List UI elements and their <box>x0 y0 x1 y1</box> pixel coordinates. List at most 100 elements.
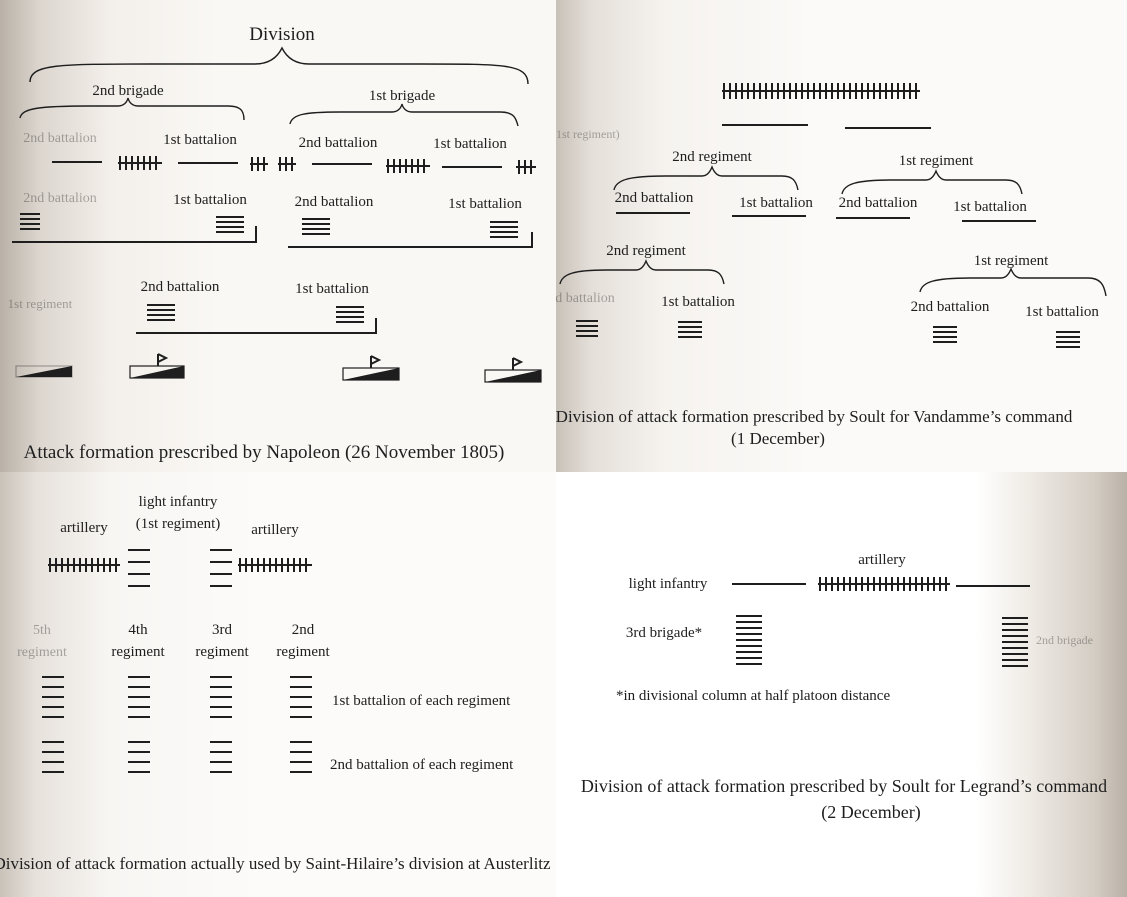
light-infantry-column <box>210 549 232 587</box>
lower-faded-label: 2nd battalion <box>556 291 615 306</box>
row3-battalion-label-2: 1st battalion <box>295 281 369 297</box>
skirmisher-screen <box>278 157 296 171</box>
wedge-outline <box>15 365 73 378</box>
regiment-2-label: 2nd regiment <box>672 149 752 165</box>
vandamme-diagram: 1st regiment) 2nd regiment 1st regiment … <box>556 83 1107 448</box>
light-infantry-column <box>128 549 150 587</box>
regiment-2-brace <box>613 165 799 191</box>
regiment-1-brace <box>841 169 1023 195</box>
column-symbol <box>576 320 598 337</box>
flag-icon <box>512 357 524 370</box>
legrand-diagram: artillery light infantry 3rd brigade* 2n… <box>581 552 1107 823</box>
artillery-label: artillery <box>858 552 906 568</box>
faded-top-label: 1st regiment) <box>556 127 620 141</box>
regiment-column <box>210 741 232 773</box>
row1-battalion-label-4: 1st battalion <box>953 199 1027 215</box>
napoleon-caption: Attack formation prescribed by Napoleon … <box>24 442 505 463</box>
column-symbol <box>678 321 702 338</box>
sainthilaire-formation-panel: artillery light infantry (1st regiment) … <box>0 472 556 897</box>
artillery-battery <box>48 558 120 572</box>
brigade-2-brace <box>19 97 245 121</box>
row1-faded-label: 2nd battalion <box>23 131 97 146</box>
regiment-column <box>290 676 312 718</box>
lower-battalion-label-4: 1st battalion <box>1025 304 1099 320</box>
regiment-1-label: 1st regiment <box>899 153 974 169</box>
artillery-battery <box>238 558 312 572</box>
row2-battalion-label-2: 2nd battalion <box>295 194 374 210</box>
lower-battalion-label-3: 2nd battalion <box>911 299 990 315</box>
lower-regiment-2-label: 2nd regiment <box>606 243 686 259</box>
brigade-1-label: 1st brigade <box>369 88 436 104</box>
regiment-column <box>42 741 64 773</box>
column-symbol <box>933 326 957 343</box>
row1-battalion-label-2: 1st battalion <box>739 195 813 211</box>
row2-label: 2nd battalion of each regiment <box>330 757 514 773</box>
footnote: *in divisional column at half platoon di… <box>616 688 890 704</box>
skirmisher-screen <box>250 157 268 171</box>
column-symbol <box>216 216 244 233</box>
regiment-column <box>210 676 232 718</box>
wedge-symbol <box>16 366 72 377</box>
artillery-right-label: artillery <box>251 522 299 538</box>
row2-battalion-label-3: 1st battalion <box>448 196 522 212</box>
artillery-left-label: artillery <box>60 520 108 536</box>
legrand-caption-line1: Division of attack formation prescribed … <box>581 776 1107 796</box>
row1-battalion-label-1: 2nd battalion <box>615 190 694 206</box>
wedge-symbol <box>485 370 541 382</box>
napoleon-formation-panel: Division 2nd brigade 1st brigade 2nd bat… <box>0 0 556 472</box>
brigade-3-label: 3rd brigade* <box>626 625 702 641</box>
column-symbol <box>302 218 330 235</box>
skirmisher-screen <box>516 160 536 174</box>
division-brace <box>29 46 529 85</box>
row1-battalion-label-2: 2nd battalion <box>299 135 378 151</box>
brigade-1-brace <box>289 103 519 127</box>
first-regiment-label: (1st regiment) <box>136 516 221 532</box>
row1-battalion-label-3: 1st battalion <box>433 136 507 152</box>
legrand-caption-line2: (2 December) <box>821 802 920 823</box>
skirmisher-screen <box>386 159 430 173</box>
vandamme-caption-line2: (1 December) <box>731 429 825 448</box>
light-infantry-label: light infantry <box>629 576 708 592</box>
row3-faded-label: 1st regiment <box>8 296 73 311</box>
sainthilaire-diagram: artillery light infantry (1st regiment) … <box>0 494 551 873</box>
col1-label-a: 5th <box>33 623 51 638</box>
col3-label-a: 3rd <box>212 622 232 638</box>
flag-icon <box>370 355 382 368</box>
vandamme-caption-line1: Division of attack formation prescribed … <box>556 407 1073 426</box>
artillery-battery <box>722 83 920 99</box>
wedge-symbol <box>343 368 399 380</box>
division-label: Division <box>249 24 315 45</box>
line-bracket <box>288 232 533 248</box>
regiment-column <box>290 741 312 773</box>
row2-faded-label: 2nd battalion <box>23 191 97 206</box>
brigade-2-column <box>1002 617 1028 667</box>
legrand-formation-panel: artillery light infantry 3rd brigade* 2n… <box>556 472 1127 897</box>
line-bracket <box>136 318 377 334</box>
row1-label: 1st battalion of each regiment <box>332 693 511 709</box>
regiment-column <box>42 676 64 718</box>
flag-icon <box>157 353 169 366</box>
brigade-3-column <box>736 615 762 665</box>
vandamme-formation-panel: 1st regiment) 2nd regiment 1st regiment … <box>556 0 1127 472</box>
column-symbol <box>20 213 40 230</box>
col4-label-a: 2nd <box>292 622 315 638</box>
light-infantry-label: light infantry <box>139 494 218 510</box>
wedge-symbol <box>130 366 184 378</box>
sainthilaire-caption: Division of attack formation actually us… <box>0 854 551 873</box>
column-symbol <box>1056 331 1080 348</box>
column-symbol <box>336 306 364 323</box>
col4-label-b: regiment <box>276 644 330 660</box>
row2-battalion-label-1: 1st battalion <box>173 192 247 208</box>
column-symbol <box>147 304 175 321</box>
line-bracket <box>12 226 257 243</box>
brigade-2-label: 2nd brigade <box>92 83 164 99</box>
row1-battalion-label-3: 2nd battalion <box>839 195 918 211</box>
artillery-battery <box>818 577 950 591</box>
column-symbol <box>490 221 518 238</box>
col2-label-b: regiment <box>111 644 165 660</box>
lower-regiment-1-brace <box>919 267 1107 297</box>
col3-label-b: regiment <box>195 644 249 660</box>
row1-battalion-label-1: 1st battalion <box>163 132 237 148</box>
skirmisher-screen <box>118 156 162 170</box>
lower-regiment-2-brace <box>559 259 725 285</box>
